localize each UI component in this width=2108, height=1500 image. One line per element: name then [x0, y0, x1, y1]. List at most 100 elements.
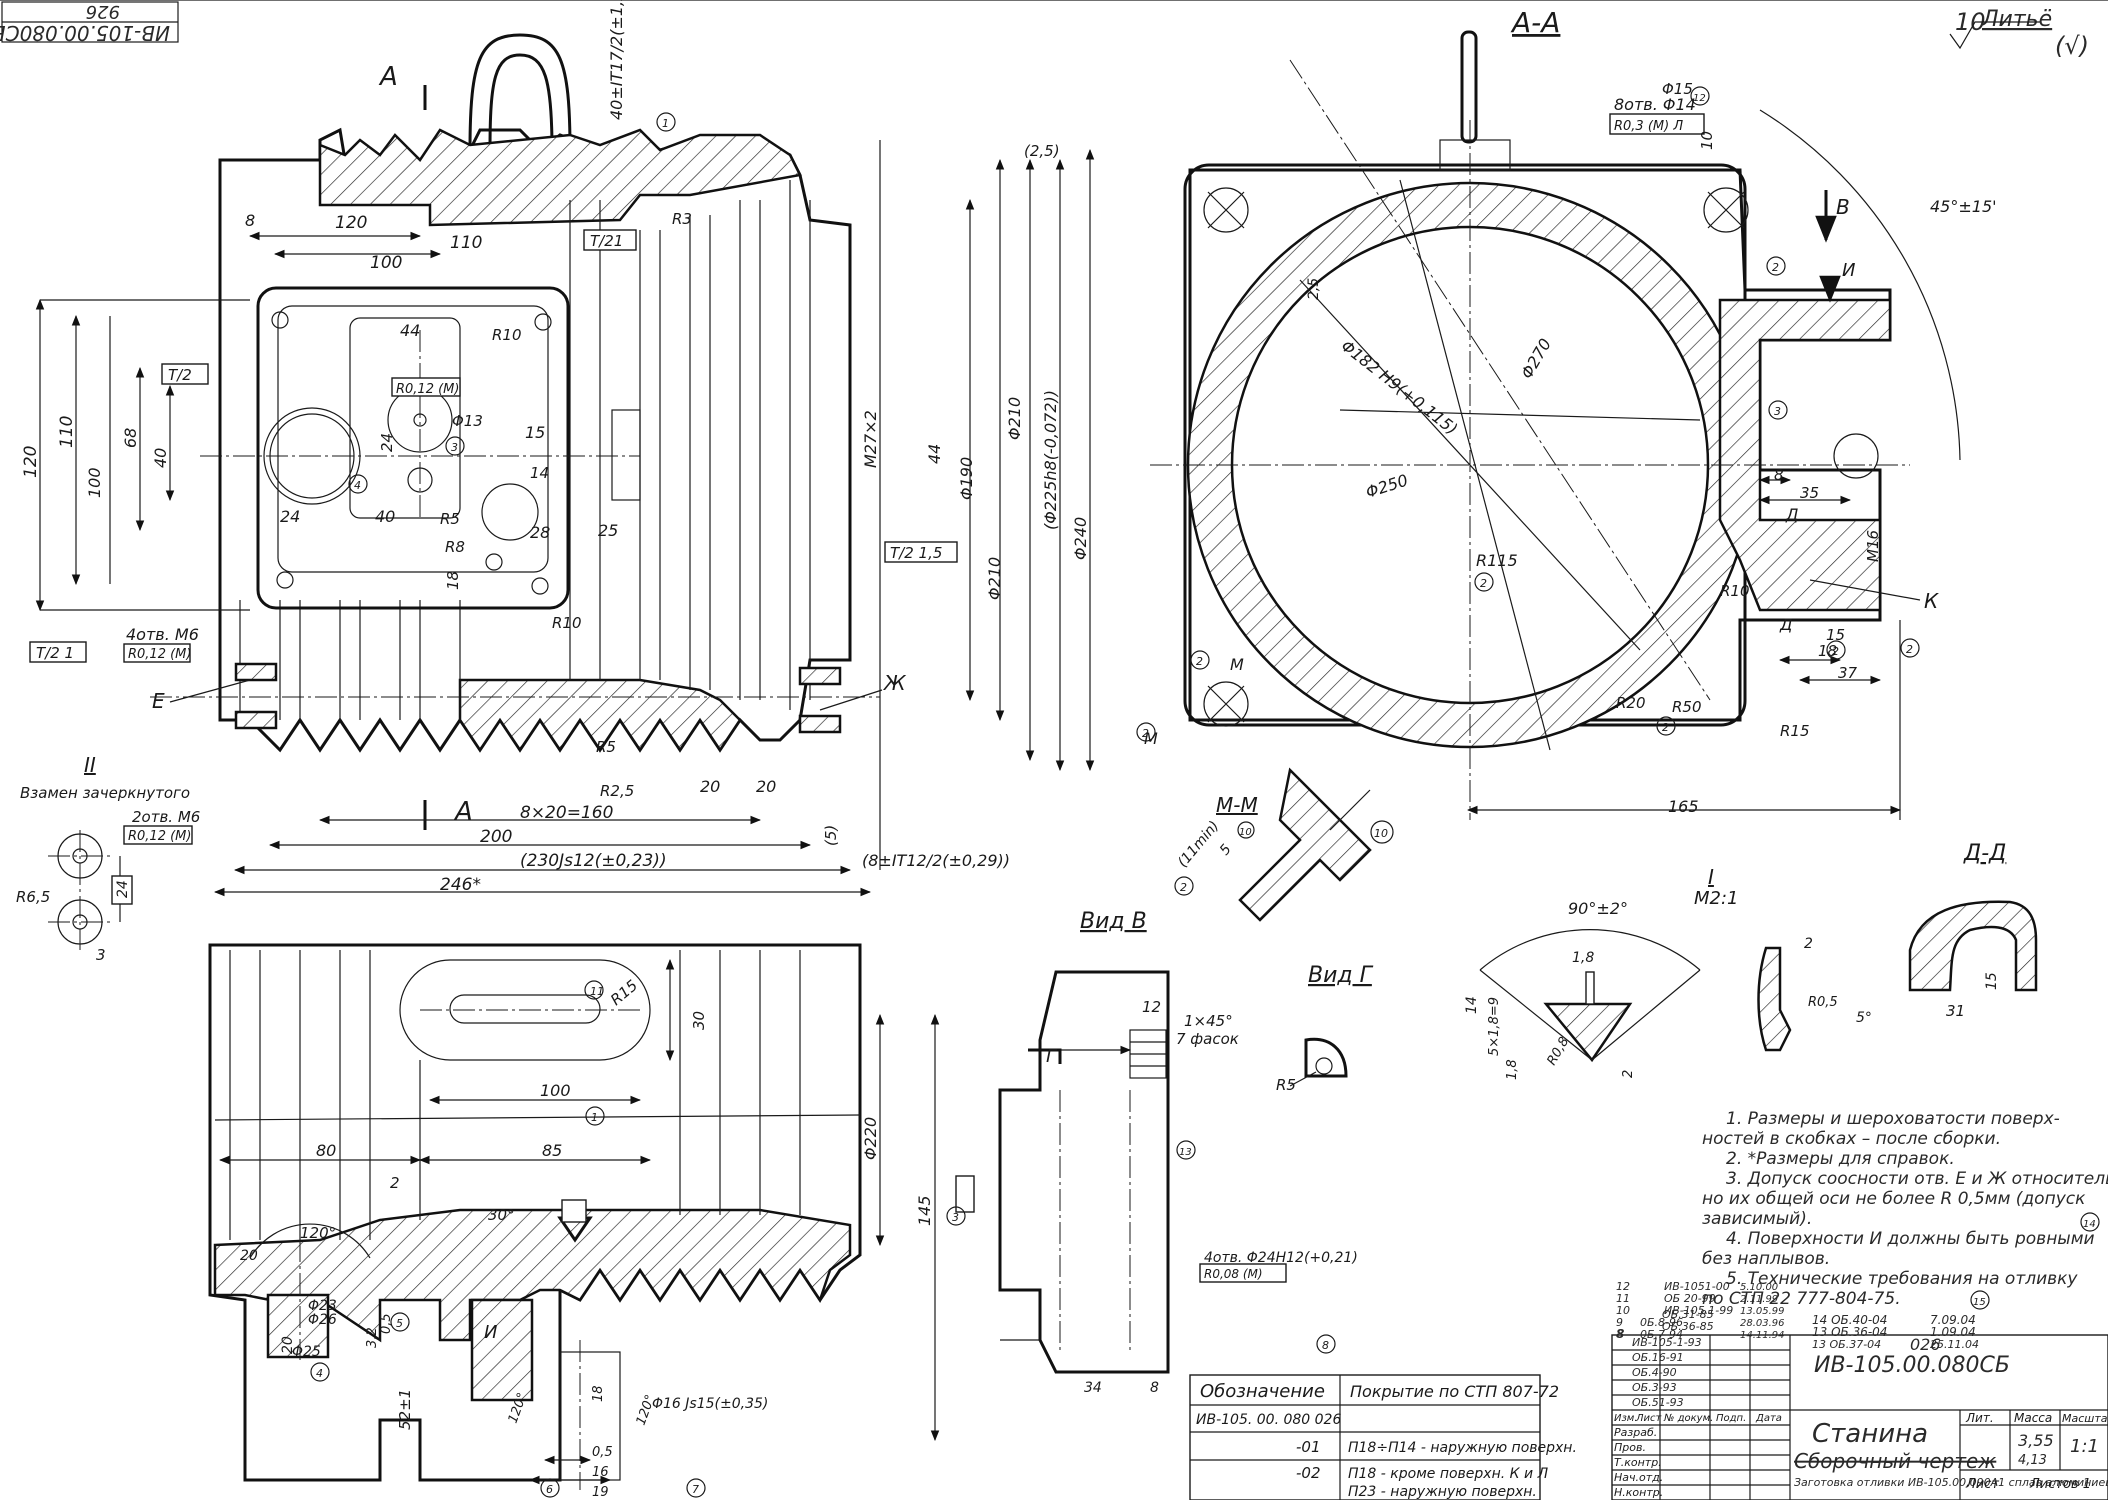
tb-rev-head-1: Изм.: [1614, 1413, 1638, 1424]
balloon-7a: 7: [692, 1483, 699, 1496]
dim-r8: R8: [445, 538, 465, 556]
tb-role-1: Разраб.: [1614, 1426, 1657, 1439]
balloon-1b: 1: [591, 1111, 598, 1124]
dim-120-top: 120: [335, 213, 367, 233]
bv-0-5b: 0,5: [592, 1445, 613, 1460]
aa-dim-r10: R10: [1720, 582, 1750, 600]
chg-13b: 13 ОБ.37-04: [1812, 1338, 1881, 1351]
dim-100-top: 100: [370, 253, 402, 273]
dim-110-left: 110: [57, 416, 77, 448]
dim-phi13: Φ13: [452, 412, 483, 430]
note-line-3: 2. *Размеры для справок.: [1726, 1149, 1955, 1169]
bv-phi16: Φ16 Js15(±0,35): [652, 1396, 768, 1412]
chg-10-doc: ИВ-105.1-99: [1664, 1304, 1733, 1317]
tol-frame-3: T/2 1,5: [890, 544, 942, 562]
section-mm: М-М 5 (11min): [1175, 767, 1372, 922]
dim-phi240: Φ240: [1071, 517, 1090, 560]
detail-i-1-8a: 1,8: [1572, 950, 1594, 966]
balloon-2h: 2: [1142, 727, 1149, 740]
balloon-2e: 2: [1662, 721, 1669, 734]
dim-14: 14: [530, 464, 549, 482]
tb-doc-type: Сборочный чертеж: [1794, 1449, 1996, 1473]
detail-ii-3: 3: [96, 946, 106, 964]
front-view-dimensions: [35, 140, 1095, 897]
view-g-title: Вид Г: [1308, 963, 1374, 988]
section-dd: Д-Д 15 31: [1908, 841, 2038, 1020]
roughness-mark: 10 Литьё (√): [1949, 7, 2089, 60]
section-mm-title: М-М: [1216, 793, 1258, 817]
detail-ii-24: 24: [115, 880, 131, 898]
note-line-10: по СТП 22 777-804-75.: [1702, 1289, 1901, 1309]
balloon-3b: 3: [1774, 405, 1781, 418]
detail-i-angle: 90°±2°: [1568, 899, 1628, 918]
tb-sheet: Лист: [1965, 1477, 1999, 1492]
tb-rev-head-5: Дата: [1755, 1413, 1782, 1424]
dim-8x20: 8×20=160: [520, 803, 613, 823]
balloon-2c: 2: [1906, 643, 1913, 656]
bottom-view: [208, 943, 940, 1490]
tb-rev-1: ИВ-105-1-93: [1632, 1336, 1702, 1349]
bv-19: 19: [592, 1485, 609, 1500]
view-b-title: Вид В: [1080, 909, 1147, 934]
aa-leader-d-bot: Д: [1779, 615, 1793, 634]
aa-dim-2-5: 2,5: [1306, 278, 1322, 300]
chg-12-date: 5.10.00: [1740, 1282, 1778, 1293]
coating-table: Обозначение Покрытие по СТП 807-72 ИВ-10…: [1189, 1374, 1577, 1500]
detail-ii-subtitle: Взамен зачеркнутого: [20, 784, 190, 802]
note-line-2: ностей в скобках – после сборки.: [1702, 1129, 2001, 1149]
balloon-2f: 2: [1480, 577, 1487, 590]
front-tolerance-frames: T/21 T/2 T/2 1,5 T/2 1 R0,12 (M) R0,12 (…: [29, 229, 958, 663]
tb-rev-3: ОБ.4-90: [1632, 1366, 1677, 1379]
bv-20a: 20: [240, 1248, 258, 1264]
coating-row3-code: -02: [1296, 1464, 1321, 1482]
corner-stamp: ИВ-105.00.080СБ 926: [0, 1, 179, 45]
section-dd-title: Д-Д: [1963, 841, 2006, 866]
coating-row4-text: П23 - наружную поверхн.: [1348, 1484, 1537, 1500]
view-b-8: 8: [1150, 1380, 1159, 1396]
balloon-3a: 3: [451, 441, 458, 454]
note-line-1: 1. Размеры и шероховатости поверх-: [1726, 1109, 2060, 1129]
detail-ii-r6-5: R6,5: [16, 888, 50, 906]
dim-40: 40: [375, 507, 395, 526]
view-b-7-chamfers: 7 фасок: [1176, 1030, 1239, 1048]
view-b-12: 12: [1142, 998, 1161, 1016]
chg-14: 14 ОБ.40-04: [1812, 1313, 1887, 1327]
tb-blank-note: Заготовка отливки ИВ-105.00.090А1 сплав …: [1794, 1476, 2108, 1489]
dim-246: 246*: [440, 875, 481, 895]
section-aa: А-А: [1150, 6, 1961, 820]
detail-ii-tolerance: R0,12 (M): [128, 829, 191, 844]
front-view-dimension-texts: 120 110 100 44 24 40 8 R10 R3 R5 R8 R10 …: [21, 0, 1090, 895]
aa-dim-m16: M16: [1864, 530, 1882, 562]
detail-i-14: 14: [1464, 996, 1480, 1014]
dim-100-left: 100: [85, 467, 104, 498]
chg-8-date: 14.11.94: [1740, 1330, 1785, 1341]
dim-20-b: 20: [756, 777, 776, 796]
detail-d: 2 R0,5 5°: [1757, 936, 1872, 1052]
bv-phi220: Φ220: [861, 1117, 880, 1160]
chg-10-n: 10: [1616, 1304, 1630, 1317]
chg-11-date: 2.11.99: [1740, 1294, 1778, 1305]
detail-i-scale: М2:1: [1694, 888, 1739, 909]
dim-40-left: 40: [151, 448, 170, 468]
chg-13a-date: 1.09.04: [1930, 1325, 1976, 1339]
balloon-4b: 4: [316, 1367, 323, 1380]
bv-30deg: 30°: [488, 1206, 515, 1224]
bv-120deg: 120°: [300, 1224, 336, 1242]
aa-dim-35: 35: [1800, 484, 1819, 502]
balloon-12a: 12: [1693, 93, 1706, 104]
chg-8-doc: 0Б.7-94: [1640, 1328, 1683, 1341]
bv-phi23: Φ23: [308, 1298, 337, 1314]
aa-leader-i: И: [1842, 260, 1855, 281]
detail-i-2: 2: [1621, 1070, 1636, 1078]
chg-13b-date: 25.11.04: [1930, 1338, 1979, 1351]
dim-phi210-a: Φ210: [1005, 397, 1024, 440]
mm-dim-11min: (11min): [1175, 818, 1223, 871]
dim-8: 8: [245, 211, 255, 230]
mm-dim-5: 5: [1217, 841, 1235, 858]
section-mark-a-bottom: А: [453, 797, 473, 827]
view-g-r5: R5: [1276, 1076, 1296, 1094]
aa-dim-10: 10: [1698, 131, 1716, 150]
tb-rev-7: ОБ.31-85: [1662, 1308, 1714, 1321]
dim-44-right: 44: [925, 444, 944, 464]
